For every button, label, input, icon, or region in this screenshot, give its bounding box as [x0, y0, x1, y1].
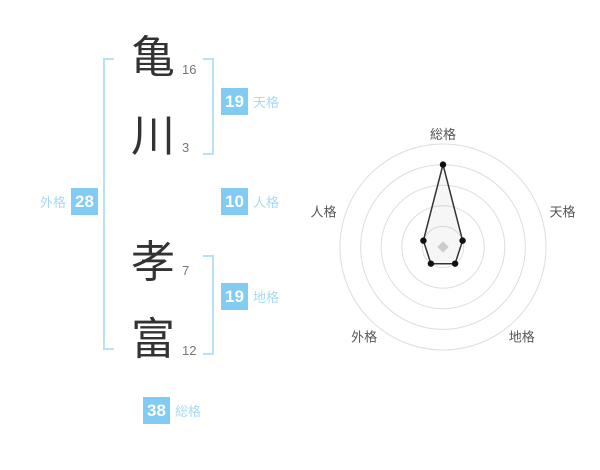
given-name-bracket	[203, 255, 214, 355]
chikaku-value-badge: 19	[221, 283, 248, 310]
tenkaku-value-badge: 19	[221, 88, 248, 115]
name-char: 川	[131, 112, 175, 161]
soukaku-label: 総格	[175, 404, 202, 419]
tenkaku-label: 天格	[253, 95, 280, 110]
chikaku-label: 地格	[253, 290, 280, 305]
radar-axis-label: 地格	[509, 330, 535, 345]
chikaku-group: 19 地格	[221, 283, 279, 310]
gaikaku-label: 外格	[40, 195, 67, 210]
radar-axis-label: 総格	[430, 127, 456, 142]
stroke-count: 12	[182, 343, 197, 358]
stroke-count: 3	[182, 140, 190, 155]
gaikaku-bracket	[103, 58, 114, 350]
radar-axis-label: 外格	[351, 330, 377, 345]
radar-axis-label: 人格	[310, 204, 336, 219]
name-char: 孝	[131, 238, 175, 287]
soukaku-group: 38 総格	[143, 397, 201, 424]
surname-bracket	[203, 58, 214, 155]
stroke-count: 16	[182, 62, 197, 77]
gaikaku-group: 外格 28	[40, 188, 99, 215]
name-char: 富	[131, 315, 175, 364]
stroke-count: 7	[182, 263, 190, 278]
jinkaku-label: 人格	[253, 195, 280, 210]
jinkaku-group: 10 人格	[221, 188, 279, 215]
radar-axis-label: 天格	[550, 204, 576, 219]
name-char: 亀	[131, 33, 175, 82]
gaikaku-value-badge: 28	[71, 188, 99, 215]
soukaku-value-badge: 38	[143, 397, 170, 424]
jinkaku-value-badge: 10	[221, 188, 248, 215]
tenkaku-group: 19 天格	[221, 88, 279, 115]
